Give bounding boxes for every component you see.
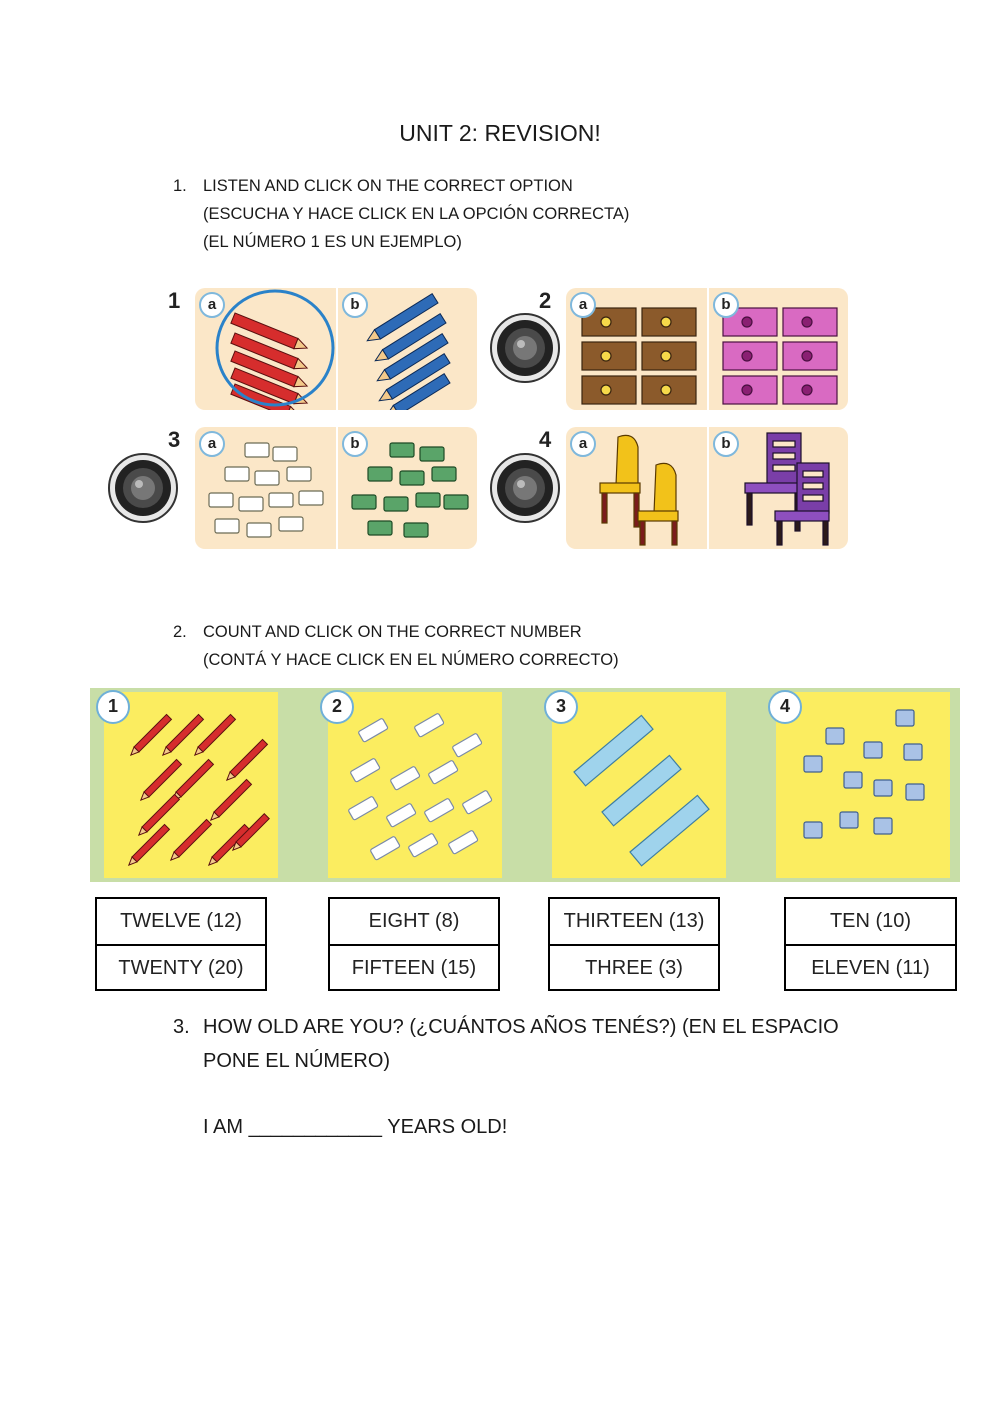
- count-badge: 3: [544, 690, 578, 724]
- options-1: TWELVE (12) TWENTY (20): [95, 897, 267, 991]
- question-number: 1: [168, 288, 181, 313]
- blue-pencils-image: [366, 292, 451, 410]
- option-ten[interactable]: TEN (10): [829, 910, 912, 932]
- count-badge: 2: [320, 690, 354, 724]
- instruction-line: LISTEN AND CLICK ON THE CORRECT OPTION: [203, 177, 573, 195]
- answer-prefix: I AM: [203, 1116, 244, 1138]
- question-number: 3: [168, 427, 181, 452]
- pencils-image: [127, 713, 270, 867]
- option-twelve[interactable]: TWELVE (12): [120, 910, 242, 932]
- question-2-panel: a b: [566, 288, 848, 410]
- purple-chairs-image: [744, 432, 830, 546]
- count-badge: 1: [96, 690, 130, 724]
- counting-strip: 1 2: [90, 688, 960, 882]
- option-three[interactable]: THREE (3): [550, 944, 718, 989]
- count-box-2: 2: [320, 690, 502, 878]
- option-fifteen[interactable]: FIFTEEN (15): [330, 944, 498, 989]
- options-4: TEN (10) ELEVEN (11): [784, 897, 957, 991]
- option-b[interactable]: b: [336, 288, 477, 410]
- question-number: 2: [539, 288, 552, 313]
- option-twenty[interactable]: TWENTY (20): [97, 944, 265, 989]
- option-a-label: a: [570, 292, 596, 318]
- exercise-3-number: 3.: [173, 1016, 190, 1038]
- page-title: UNIT 2: REVISION!: [399, 120, 601, 146]
- brown-pencil-cases-image: [581, 307, 697, 405]
- speaker-icon[interactable]: [489, 312, 561, 384]
- red-pencils-image: [215, 289, 335, 410]
- question-number: 4: [539, 427, 552, 452]
- yellow-chairs-image: [599, 434, 679, 546]
- exercise-1-number: 1.: [173, 177, 187, 195]
- rulers-image: [573, 714, 710, 867]
- option-b[interactable]: b: [336, 427, 477, 549]
- speaker-icon[interactable]: [107, 452, 179, 524]
- option-eleven[interactable]: ELEVEN (11): [786, 944, 955, 989]
- option-a[interactable]: a: [195, 427, 336, 549]
- instruction-line: COUNT AND CLICK ON THE CORRECT NUMBER: [203, 623, 582, 641]
- count-box-3: 3: [544, 690, 726, 878]
- selection-circle: [215, 289, 335, 407]
- option-a[interactable]: a: [195, 288, 336, 410]
- option-b-label: b: [342, 292, 368, 318]
- exercise-2-instructions: 2. COUNT AND CLICK ON THE CORRECT NUMBER…: [173, 618, 873, 678]
- question-1-panel: a b: [195, 288, 477, 410]
- exercise-1-instructions: 1. LISTEN AND CLICK ON THE CORRECT OPTIO…: [173, 172, 873, 262]
- options-2: EIGHT (8) FIFTEEN (15): [328, 897, 500, 991]
- option-b[interactable]: b: [707, 288, 848, 410]
- option-a-label: a: [199, 292, 225, 318]
- question-4-panel: a b: [566, 427, 848, 549]
- rubbers-image: [348, 713, 493, 861]
- count-box-1: 1: [96, 690, 278, 878]
- instruction-line: HOW OLD ARE YOU? (¿CUÁNTOS AÑOS TENÉS?) …: [203, 1016, 839, 1038]
- instruction-line: PONE EL NÚMERO): [203, 1050, 391, 1072]
- answer-suffix: YEARS OLD!: [387, 1116, 508, 1138]
- option-b-label: b: [713, 292, 739, 318]
- exercise-2-number: 2.: [173, 623, 187, 641]
- option-eight[interactable]: EIGHT (8): [368, 910, 460, 932]
- instruction-line: (CONTÁ Y HACE CLICK EN EL NÚMERO CORRECT…: [203, 651, 619, 669]
- instruction-line: (EL NÚMERO 1 ES UN EJEMPLO): [203, 233, 462, 251]
- options-3: THIRTEEN (13) THREE (3): [548, 897, 720, 991]
- instruction-line: (ESCUCHA Y HACE CLICK EN LA OPCIÓN CORRE…: [203, 205, 630, 223]
- speaker-icon[interactable]: [489, 452, 561, 524]
- count-badge: 4: [768, 690, 802, 724]
- option-thirteen[interactable]: THIRTEEN (13): [563, 910, 705, 932]
- option-b-label: b: [342, 431, 368, 457]
- answer-sentence: I AM ____________ YEARS OLD!: [203, 1110, 507, 1144]
- option-a[interactable]: a: [566, 427, 707, 549]
- option-a-label: a: [199, 431, 225, 457]
- option-b[interactable]: b: [707, 427, 848, 549]
- option-a-label: a: [570, 431, 596, 457]
- age-answer-blank[interactable]: ____________: [248, 1116, 383, 1138]
- white-rubbers-image: [208, 442, 324, 538]
- pink-pencil-cases-image: [722, 307, 838, 405]
- green-rubbers-image: [351, 442, 469, 538]
- option-a[interactable]: a: [566, 288, 707, 410]
- count-box-4: 4: [768, 690, 950, 878]
- question-3-panel: a b: [195, 427, 477, 549]
- exercise-3-instructions: 3. HOW OLD ARE YOU? (¿CUÁNTOS AÑOS TENÉS…: [173, 1010, 933, 1080]
- sharpeners-image: [803, 709, 925, 839]
- option-b-label: b: [713, 431, 739, 457]
